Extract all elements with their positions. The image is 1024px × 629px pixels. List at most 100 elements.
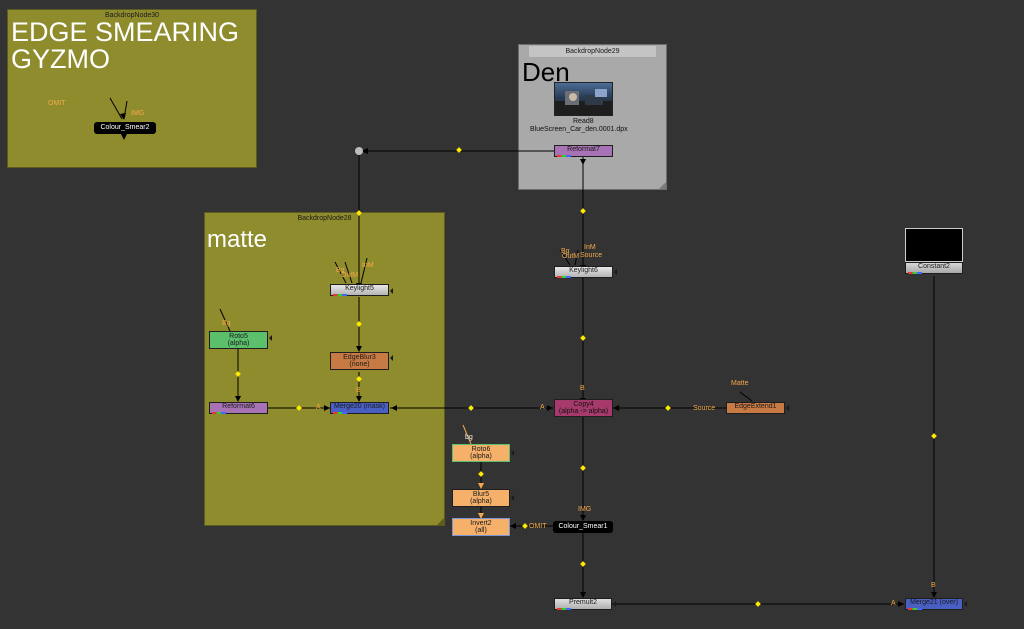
wire-arrow [478, 513, 484, 519]
wire-arrow [898, 601, 904, 607]
mask-input-icon[interactable] [269, 335, 272, 341]
node-roto5-sub: (alpha) [227, 340, 250, 347]
wire [109, 97, 123, 120]
elbow-dot[interactable] [355, 147, 363, 155]
node-constant2-label: Constant2 [918, 263, 950, 270]
node-keylight6[interactable]: Keylight6 [554, 266, 613, 278]
input-label-outm: OutM [562, 253, 580, 260]
channel-swatch [557, 276, 571, 278]
node-merge20[interactable]: Merge20 (mask) [330, 402, 389, 414]
input-label-bg: Bg [336, 267, 345, 274]
node-reformat7[interactable]: Reformat7 [554, 145, 613, 157]
mask-input-icon[interactable] [390, 355, 393, 361]
input-label-bg: bg [465, 434, 473, 441]
wire-arrow [361, 148, 368, 154]
read8-thumbnail[interactable] [554, 82, 613, 116]
channel-swatch [908, 272, 922, 274]
channel-swatch [212, 412, 226, 414]
node-roto6[interactable]: Roto6 (alpha) [452, 444, 510, 462]
wire-arrow [120, 113, 126, 120]
node-edgeblur3-sub: (none) [349, 361, 370, 368]
input-label-source: Source [580, 252, 603, 259]
backdrop-node30[interactable]: BackdropNode30 EDGE SMEARING GYZMO [7, 9, 257, 168]
backdrop-node29[interactable]: BackdropNode29 Den [518, 44, 667, 190]
mask-input-icon[interactable] [511, 450, 514, 456]
node-colour-smear2[interactable]: Colour_Smear2 [94, 122, 156, 134]
input-label-source: Source [693, 405, 716, 412]
wire [360, 257, 368, 284]
wire-arrow [356, 346, 362, 352]
wire-arrow [478, 483, 484, 489]
node-edgeblur3[interactable]: EdgeBlur3 (none) [330, 352, 389, 370]
wire-arrow [235, 396, 241, 402]
mask-input-icon[interactable] [390, 288, 393, 294]
wire [739, 391, 753, 402]
node-blur5-label: Blur5 [472, 491, 490, 498]
backdrop-node28-title: matte [207, 226, 268, 253]
node-blur5-sub: (alpha) [470, 498, 492, 505]
wire [559, 249, 571, 266]
node-merge21-label: Merge21 (over) [910, 599, 958, 606]
constant2-thumbnail[interactable] [905, 228, 963, 262]
node-invert2-sub: (all) [475, 527, 487, 534]
node-edgeextend1[interactable]: EdgeExtend1 [726, 402, 785, 414]
mask-input-icon[interactable] [511, 495, 514, 501]
input-label-b: B [580, 385, 585, 392]
mask-input-icon[interactable] [614, 269, 617, 275]
wire-arrow [324, 405, 330, 411]
wire [574, 249, 579, 266]
node-read8-file: BlueScreen_Car_den.0001.dpx [530, 126, 628, 133]
node-edgeextend1-label: EdgeExtend1 [734, 403, 777, 410]
input-label-omit: OMIT [48, 100, 66, 107]
node-reformat6-label: Reformat6 [222, 403, 255, 410]
node-roto6-sub: (alpha) [470, 453, 492, 460]
wire-arrow [356, 396, 362, 402]
mask-input-icon[interactable] [613, 601, 616, 607]
channel-swatch [333, 294, 347, 296]
mask-input-icon[interactable] [964, 601, 967, 607]
node-invert2-label: Invert2 [470, 520, 492, 527]
input-label-omit: OMIT [529, 523, 547, 530]
input-label-bg: Bg [222, 320, 231, 327]
node-merge21[interactable]: Merge21 (over) [905, 598, 963, 610]
node-blur5[interactable]: Blur5 (alpha) [452, 489, 510, 507]
node-copy4-sub: (alpha -> alpha) [558, 408, 609, 415]
wire-arrow [580, 515, 586, 521]
wire-arrow [547, 405, 553, 411]
input-label-img: IMG [131, 110, 145, 117]
node-roto6-label: Roto6 [471, 446, 491, 453]
backdrop-node28[interactable]: BackdropNode28 matte [204, 212, 445, 526]
resize-handle[interactable] [659, 182, 666, 189]
node-copy4-label: Copy4 [573, 401, 594, 408]
backdrop-node29-title: Den [522, 57, 570, 87]
wire-arrow [931, 592, 937, 598]
thumbnail-image-icon [555, 89, 612, 115]
node-colour-smear1[interactable]: Colour_Smear1 [553, 521, 613, 533]
node-keylight5[interactable]: Keylight5 [330, 284, 389, 296]
channel-swatch [557, 155, 571, 157]
wire [334, 261, 347, 284]
node-roto5-label: Roto5 [229, 333, 248, 340]
node-copy4[interactable]: Copy4 (alpha -> alpha) [554, 399, 613, 417]
input-label-matte: Matte [731, 380, 749, 387]
node-invert2[interactable]: Invert2 (all) [452, 518, 510, 536]
node-roto5[interactable]: Roto5 (alpha) [209, 331, 268, 349]
node-constant2[interactable]: Constant2 [905, 262, 963, 274]
wire [219, 308, 231, 332]
wire-arrow [580, 592, 586, 598]
node-premult2-label: Premult2 [568, 599, 597, 606]
resize-handle[interactable] [437, 518, 444, 525]
wire [344, 261, 353, 284]
input-label-a: A [316, 404, 321, 411]
input-label-img: IMG [578, 506, 592, 513]
wire-arrow [391, 405, 397, 411]
wire-arrow [121, 134, 127, 140]
node-reformat6[interactable]: Reformat6 [209, 402, 268, 414]
backdrop-node28-header: BackdropNode28 [297, 215, 352, 222]
mask-input-icon[interactable] [786, 405, 789, 411]
node-merge20-label: Merge20 (mask) [334, 403, 385, 410]
node-premult2[interactable]: Premult2 [554, 598, 612, 610]
node-read8-label: Read8 [573, 118, 594, 125]
